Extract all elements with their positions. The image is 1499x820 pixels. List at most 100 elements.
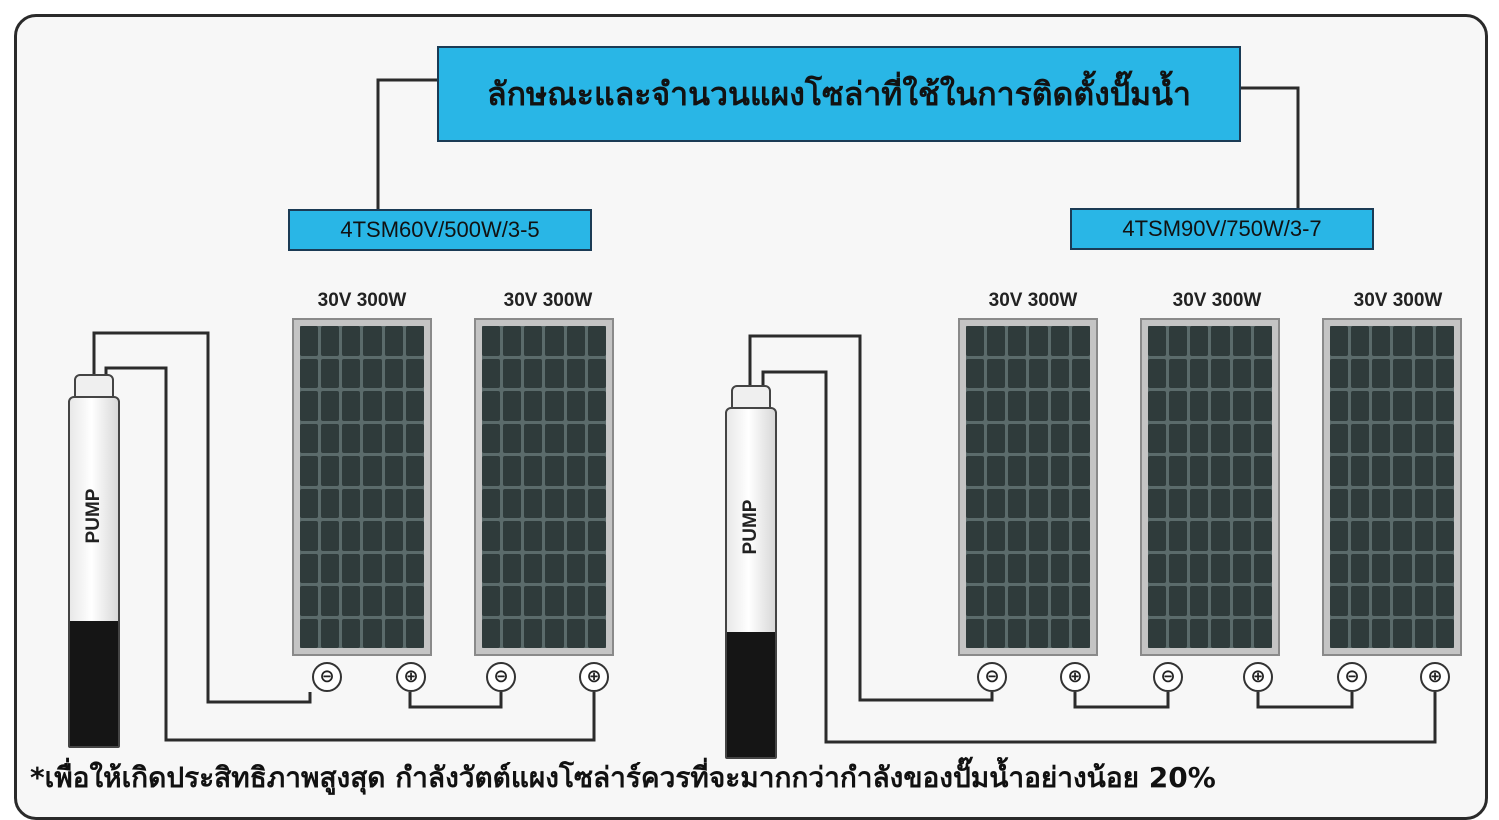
solar-cell	[524, 391, 543, 421]
panel-rating-label: 30V 300W	[1353, 290, 1443, 311]
solar-cell	[363, 391, 382, 421]
solar-cell	[587, 391, 606, 421]
solar-cell	[1232, 553, 1251, 583]
solar-cell	[1148, 488, 1167, 518]
solar-cell	[363, 488, 382, 518]
solar-cell	[587, 521, 606, 551]
solar-cell	[545, 391, 564, 421]
solar-cell	[1414, 358, 1433, 388]
solar-cell	[482, 423, 501, 453]
solar-cell	[321, 488, 340, 518]
solar-cell	[1071, 391, 1090, 421]
solar-cell	[987, 553, 1006, 583]
solar-cell	[1253, 586, 1272, 616]
solar-cell	[545, 326, 564, 356]
solar-cell	[503, 553, 522, 583]
solar-cell	[405, 586, 424, 616]
solar-cell	[1351, 586, 1370, 616]
solar-cell	[1050, 488, 1069, 518]
solar-cell	[1414, 521, 1433, 551]
solar-cell	[1071, 326, 1090, 356]
solar-cell	[1414, 488, 1433, 518]
solar-cell	[405, 521, 424, 551]
solar-cell	[1148, 456, 1167, 486]
solar-cell	[321, 553, 340, 583]
solar-cell	[1330, 456, 1349, 486]
solar-cell	[1232, 488, 1251, 518]
solar-cell	[1393, 358, 1412, 388]
solar-cell	[587, 586, 606, 616]
solar-cell	[1330, 391, 1349, 421]
solar-cell	[503, 326, 522, 356]
solar-cell	[1414, 326, 1433, 356]
solar-cell	[405, 618, 424, 648]
solar-cell	[987, 358, 1006, 388]
solar-cell	[1211, 326, 1230, 356]
solar-cell	[1148, 326, 1167, 356]
solar-cell	[342, 553, 361, 583]
negative-terminal-icon: ⊖	[977, 662, 1007, 692]
solar-cell	[1372, 423, 1391, 453]
solar-cell	[966, 618, 985, 648]
solar-panel	[958, 318, 1098, 656]
solar-cell	[342, 521, 361, 551]
solar-cell	[503, 521, 522, 551]
solar-cell	[482, 521, 501, 551]
solar-cell	[342, 391, 361, 421]
solar-panel	[1322, 318, 1462, 656]
solar-cell	[1008, 488, 1027, 518]
solar-cell	[1393, 456, 1412, 486]
solar-cell	[1435, 488, 1454, 518]
solar-cell	[566, 586, 585, 616]
solar-cell	[987, 586, 1006, 616]
solar-cell	[482, 456, 501, 486]
solar-cell	[566, 326, 585, 356]
solar-cell	[1050, 391, 1069, 421]
negative-terminal-icon: ⊖	[312, 662, 342, 692]
solar-cell	[1008, 423, 1027, 453]
solar-cell	[524, 618, 543, 648]
solar-cell	[1169, 553, 1188, 583]
solar-cell	[1253, 358, 1272, 388]
solar-cell	[342, 326, 361, 356]
right-pump-negative-wire	[748, 334, 994, 702]
solar-cell	[1050, 586, 1069, 616]
solar-cell	[1372, 618, 1391, 648]
solar-cell	[1253, 456, 1272, 486]
solar-cell	[363, 358, 382, 388]
solar-cell	[987, 456, 1006, 486]
right-pump-positive-wire	[761, 370, 1437, 744]
solar-cell	[1393, 553, 1412, 583]
solar-cell	[587, 326, 606, 356]
solar-cell	[342, 586, 361, 616]
solar-cell	[524, 553, 543, 583]
solar-cell	[384, 423, 403, 453]
solar-cell	[1253, 423, 1272, 453]
solar-cell	[566, 456, 585, 486]
solar-cell	[1211, 456, 1230, 486]
solar-cell	[587, 423, 606, 453]
diagram-title: ลักษณะและจำนวนแผงโซล่าที่ใช้ในการติดตั้ง…	[437, 46, 1241, 142]
solar-cell	[1372, 586, 1391, 616]
solar-cell	[1253, 553, 1272, 583]
solar-cell	[587, 358, 606, 388]
solar-cell	[987, 488, 1006, 518]
solar-cell	[384, 618, 403, 648]
solar-cell	[482, 391, 501, 421]
solar-cell	[300, 521, 319, 551]
solar-cell	[587, 553, 606, 583]
solar-cell	[1190, 586, 1209, 616]
footnote: *เพื่อให้เกิดประสิทธิภาพสูงสุด กำลังวัตต…	[30, 761, 1216, 794]
solar-cell	[405, 391, 424, 421]
solar-cell	[1435, 326, 1454, 356]
solar-cell	[524, 326, 543, 356]
solar-cell	[1029, 423, 1048, 453]
solar-cell	[321, 423, 340, 453]
solar-cell	[300, 358, 319, 388]
solar-cell	[405, 456, 424, 486]
solar-cell	[1351, 521, 1370, 551]
solar-cell	[1211, 586, 1230, 616]
negative-terminal-icon: ⊖	[1153, 662, 1183, 692]
solar-cell	[966, 456, 985, 486]
